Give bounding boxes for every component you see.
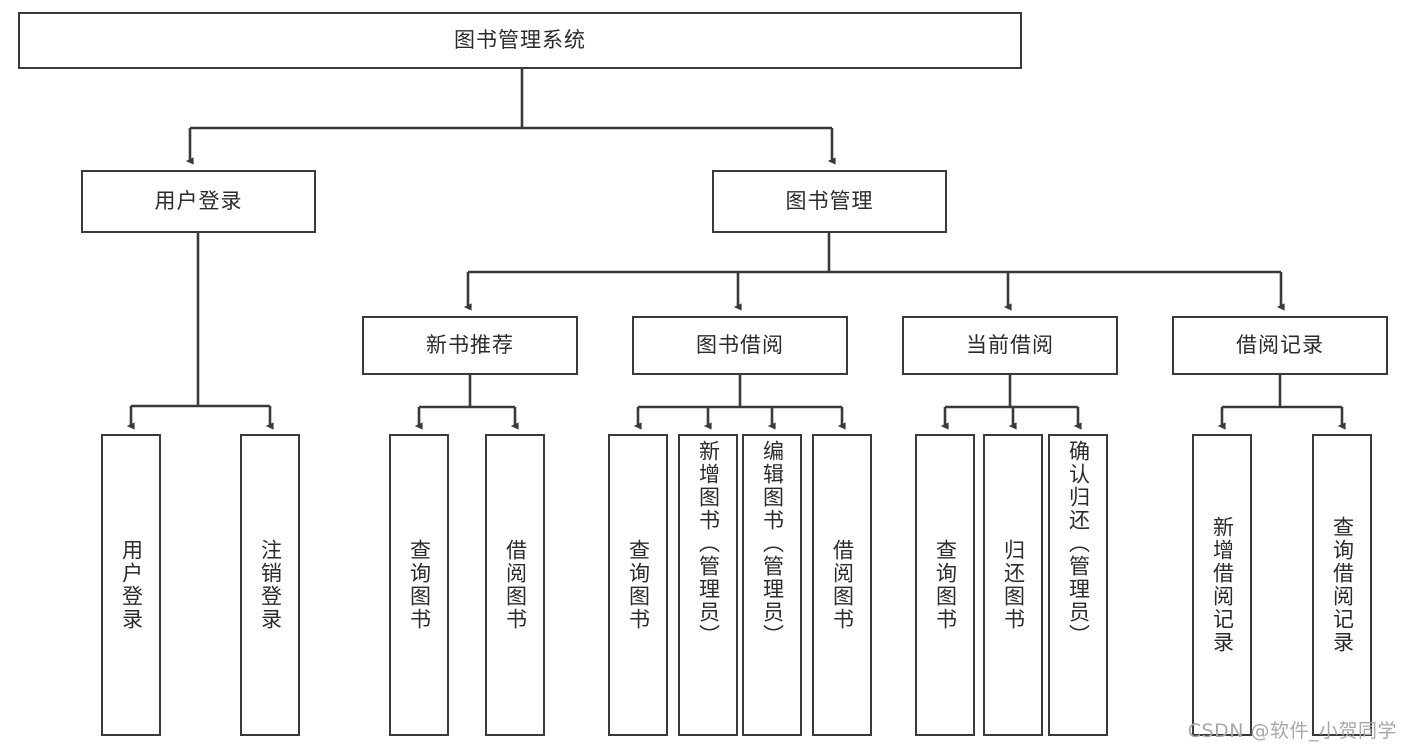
node-leaf-user-login-label: 用户登录 <box>119 539 144 631</box>
node-user-login[interactable]: 用户登录 <box>81 170 316 233</box>
node-leaf-query-book-3-label: 查询图书 <box>933 539 958 631</box>
node-leaf-user-login[interactable]: 用户登录 <box>101 434 161 736</box>
node-leaf-query-book-2[interactable]: 查询图书 <box>608 434 668 736</box>
node-book-manage-label: 图书管理 <box>785 188 874 213</box>
node-leaf-user-logout-label: 注销登录 <box>258 539 283 631</box>
node-borrow-record-label: 借阅记录 <box>1236 332 1324 357</box>
node-book-manage[interactable]: 图书管理 <box>712 170 947 233</box>
node-borrow-record[interactable]: 借阅记录 <box>1172 316 1388 375</box>
node-leaf-query-record-label: 查询借阅记录 <box>1330 516 1355 654</box>
node-leaf-return-book-label: 归还图书 <box>1001 539 1026 631</box>
node-leaf-return-book[interactable]: 归还图书 <box>983 434 1043 736</box>
watermark: CSDN @软件_小贺同学 <box>1187 720 1397 742</box>
node-leaf-edit-book-label: 编辑图书（管理员） <box>760 440 785 647</box>
node-root[interactable]: 图书管理系统 <box>18 12 1022 69</box>
node-user-login-label: 用户登录 <box>154 188 243 213</box>
node-book-borrow-label: 图书借阅 <box>696 332 784 357</box>
node-leaf-confirm-return-label: 确认归还（管理员） <box>1066 440 1091 647</box>
node-current-borrow-label: 当前借阅 <box>966 332 1054 357</box>
node-leaf-query-record[interactable]: 查询借阅记录 <box>1312 434 1372 736</box>
node-leaf-query-book-2-label: 查询图书 <box>626 539 651 631</box>
node-leaf-borrow-book-1-label: 借阅图书 <box>503 539 528 631</box>
node-root-label: 图书管理系统 <box>454 27 586 52</box>
node-current-borrow[interactable]: 当前借阅 <box>902 316 1118 375</box>
node-leaf-query-book-1-label: 查询图书 <box>407 539 432 631</box>
node-leaf-borrow-book-1[interactable]: 借阅图书 <box>485 434 545 736</box>
node-leaf-borrow-book-2[interactable]: 借阅图书 <box>812 434 872 736</box>
node-leaf-borrow-book-2-label: 借阅图书 <box>830 539 855 631</box>
node-leaf-user-logout[interactable]: 注销登录 <box>240 434 300 736</box>
node-leaf-add-book[interactable]: 新增图书（管理员） <box>678 434 738 736</box>
node-leaf-add-book-label: 新增图书（管理员） <box>696 440 721 647</box>
node-leaf-add-record[interactable]: 新增借阅记录 <box>1192 434 1252 736</box>
node-leaf-add-record-label: 新增借阅记录 <box>1210 516 1235 654</box>
node-leaf-confirm-return[interactable]: 确认归还（管理员） <box>1048 434 1108 736</box>
node-new-book-recommend-label: 新书推荐 <box>426 332 514 357</box>
node-book-borrow[interactable]: 图书借阅 <box>632 316 848 375</box>
node-leaf-edit-book[interactable]: 编辑图书（管理员） <box>742 434 802 736</box>
node-new-book-recommend[interactable]: 新书推荐 <box>362 316 578 375</box>
node-leaf-query-book-3[interactable]: 查询图书 <box>915 434 975 736</box>
node-leaf-query-book-1[interactable]: 查询图书 <box>389 434 449 736</box>
